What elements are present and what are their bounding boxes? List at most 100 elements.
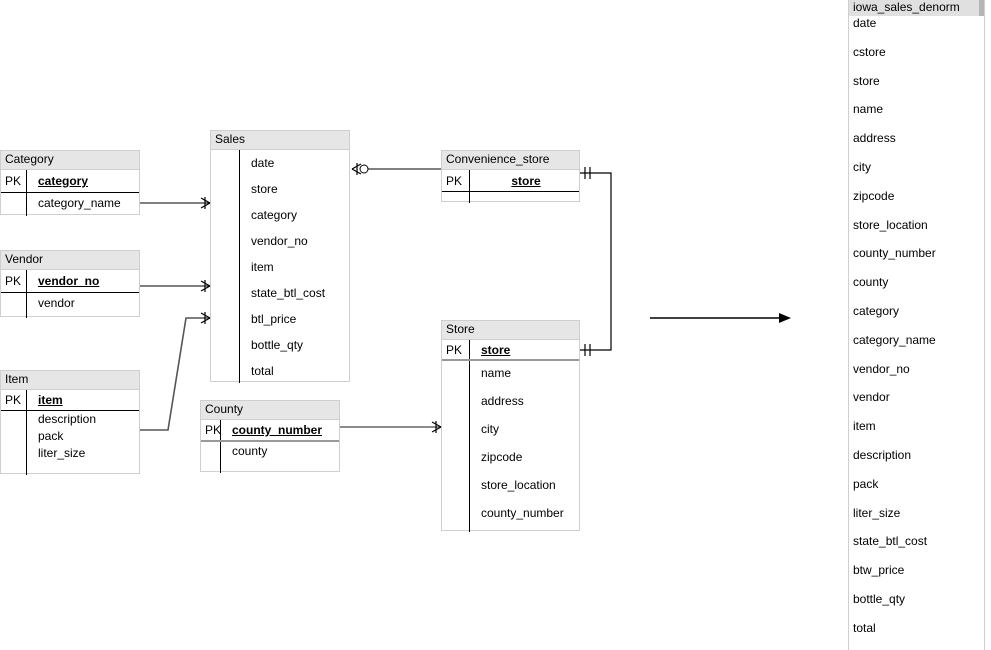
entity-vendor-title: Vendor [1, 251, 139, 270]
relationship-county-store [340, 421, 442, 433]
list-item[interactable]: btw_price [853, 563, 905, 578]
entity-sales-attr-row: bottle_qty [211, 332, 349, 358]
entity-vendor-divider [26, 270, 27, 318]
entity-sales-attr-row: category [211, 202, 349, 228]
scrollbar-thumb[interactable] [979, 0, 984, 16]
pk-separator [442, 359, 579, 361]
entity-sales-attr-6: btl_price [251, 312, 297, 326]
list-item[interactable]: total [853, 620, 876, 635]
entity-store-attr-3: zipcode [481, 450, 523, 464]
list-item[interactable]: description [853, 447, 912, 462]
entity-item-attr-row: description [1, 410, 139, 427]
entity-convenience-store-pk-name: store [511, 173, 541, 188]
entity-sales[interactable]: Sales date store category vendor_no item [210, 130, 350, 384]
entity-store-attr-0: name [481, 366, 512, 380]
entity-category-attr-row: category_name [1, 192, 139, 214]
list-item[interactable]: category_name [853, 332, 936, 347]
entity-category-pk-name: category [38, 174, 89, 188]
entity-sales-attr-7: bottle_qty [251, 338, 304, 352]
entity-category-title: Category [1, 151, 139, 170]
entity-item-attr-2: liter_size [38, 445, 86, 460]
pk-label: PK [446, 342, 463, 357]
list-item[interactable]: vendor_no [853, 361, 910, 376]
list-item[interactable]: name [853, 102, 884, 117]
denorm-field-list: date cstore store name address city zipc… [849, 16, 984, 650]
pk-separator [442, 191, 579, 192]
entity-sales-title: Sales [211, 131, 349, 150]
entity-store-attr-row: name [442, 359, 579, 387]
entity-sales-attr-0: date [251, 156, 275, 170]
entity-item-divider [26, 390, 27, 475]
pk-label: PK [5, 274, 22, 288]
list-item[interactable]: bottle_qty [853, 591, 906, 606]
list-item[interactable]: city [853, 159, 871, 174]
entity-convenience-store-divider [469, 170, 470, 203]
list-item[interactable]: county [853, 275, 889, 290]
entity-category-attr-0: category_name [38, 196, 121, 210]
entity-sales-attr-4: item [251, 260, 274, 274]
relationship-category-sales [140, 197, 211, 209]
entity-store-divider [469, 340, 470, 532]
entity-store-attr-4: store_location [481, 478, 556, 492]
entity-sales-attr-row: total [211, 358, 349, 384]
entity-store-attr-1: address [481, 394, 524, 408]
entity-item[interactable]: Item PK item description pack liter_size [0, 370, 140, 475]
pk-label: PK [446, 173, 463, 188]
entity-sales-attr-row: state_btl_cost [211, 280, 349, 306]
entity-sales-divider [239, 150, 240, 383]
denorm-field-list-panel[interactable]: iowa_sales_denorm date cstore store name… [848, 0, 985, 650]
entity-store-attr-row: address [442, 387, 579, 415]
relationship-sales-convenience-store [351, 163, 441, 175]
entity-item-attr-0: description [38, 411, 97, 426]
list-item[interactable]: vendor [853, 390, 890, 405]
entity-county-divider [220, 420, 221, 473]
entity-convenience-store[interactable]: Convenience_store PK store [441, 150, 580, 203]
entity-vendor-attr-0: vendor [38, 296, 75, 310]
entity-category-divider [26, 170, 27, 216]
entity-item-pk-name: item [38, 393, 63, 407]
list-item[interactable]: cstore [853, 44, 886, 59]
list-item[interactable]: county_number [853, 246, 936, 261]
entity-store-attr-row: zipcode [442, 443, 579, 471]
denormalization-arrow [650, 313, 791, 323]
pk-label: PK [5, 174, 22, 188]
entity-county[interactable]: County PK county_number county [200, 400, 340, 473]
list-item[interactable]: state_btl_cost [853, 534, 928, 549]
entity-sales-attr-2: category [251, 208, 298, 222]
entity-store-attr-2: city [481, 422, 499, 436]
entity-county-pk-row: PK county_number [201, 420, 339, 442]
entity-store[interactable]: Store PK store name address city [441, 320, 580, 532]
list-item[interactable]: pack [853, 476, 879, 491]
entity-store-attr-row: store_location [442, 471, 579, 499]
denorm-table-title: iowa_sales_denorm [849, 0, 984, 16]
pk-label: PK [5, 393, 22, 407]
list-item[interactable]: store [853, 73, 880, 88]
list-item[interactable]: store_location [853, 217, 928, 232]
entity-county-title: County [201, 401, 339, 420]
list-item[interactable]: category [853, 303, 900, 318]
entity-sales-attr-3: vendor_no [251, 234, 308, 248]
pk-separator [1, 192, 139, 193]
entity-item-attr-row: liter_size [1, 444, 139, 461]
entity-vendor[interactable]: Vendor PK vendor_no vendor [0, 250, 140, 318]
entity-store-attr-row: county_number [442, 499, 579, 527]
list-item[interactable]: zipcode [853, 188, 895, 203]
entity-item-attr-1: pack [38, 428, 64, 443]
list-item[interactable]: address [853, 131, 896, 146]
entity-sales-attr-5: state_btl_cost [251, 286, 326, 300]
entity-sales-attr-row: date [211, 150, 349, 176]
entity-sales-attr-1: store [251, 182, 278, 196]
entity-category[interactable]: Category PK category category_name [0, 150, 140, 216]
entity-store-attr-row: city [442, 415, 579, 443]
entity-sales-attr-8: total [251, 364, 274, 378]
entity-county-attr-row: county [201, 440, 339, 462]
entity-item-pk-row: PK item [1, 390, 139, 411]
relationship-vendor-sales [140, 280, 211, 292]
entity-item-attr-row: pack [1, 427, 139, 444]
list-item[interactable]: item [853, 419, 876, 434]
entity-vendor-attr-row: vendor [1, 292, 139, 314]
entity-county-pk-name: county_number [232, 423, 323, 437]
list-item[interactable]: date [853, 16, 877, 30]
list-item[interactable]: liter_size [853, 505, 901, 520]
entity-item-title: Item [1, 371, 139, 390]
